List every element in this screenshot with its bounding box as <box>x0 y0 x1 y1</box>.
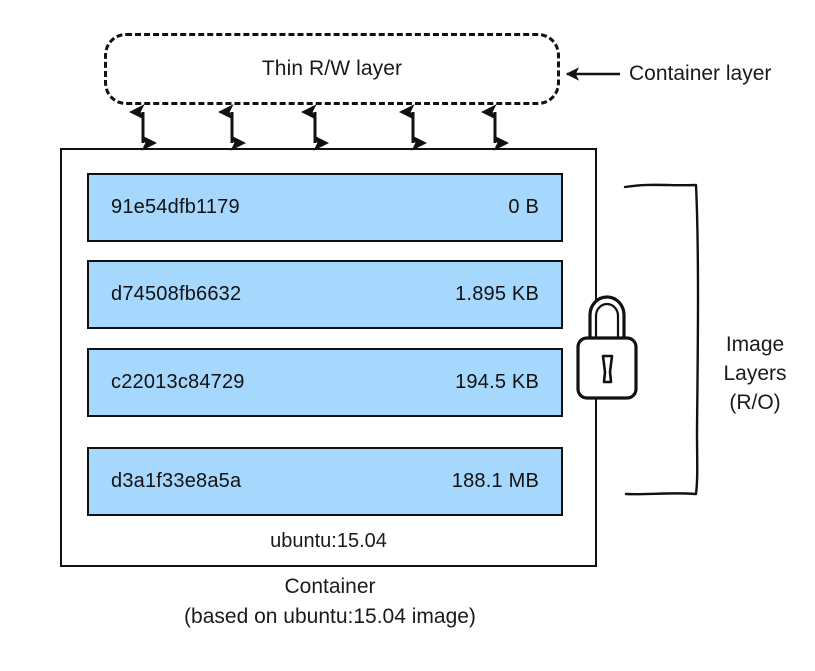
image-layers-bracket <box>623 183 700 496</box>
caption-line-1: Container <box>284 575 376 598</box>
image-layer-row: d74508fb6632 1.895 KB <box>87 260 563 329</box>
double-headed-arrow-group <box>128 104 510 151</box>
layer-size: 188.1 MB <box>451 470 539 492</box>
layer-id: c22013c84729 <box>111 371 245 393</box>
layer-id: d3a1f33e8a5a <box>111 470 242 492</box>
layer-size: 1.895 KB <box>455 283 539 305</box>
container-caption: Container (based on ubuntu:15.04 image) <box>40 572 620 632</box>
image-layers-line-1: Image <box>725 333 785 356</box>
thin-rw-layer-box: Thin R/W layer <box>104 33 560 105</box>
image-layers-line-2: Layers <box>723 362 787 385</box>
layer-id: 91e54dfb1179 <box>111 196 240 218</box>
image-layers-annotation: Image Layers (R/O) <box>703 330 807 417</box>
thin-rw-layer-label: Thin R/W layer <box>261 57 403 80</box>
caption-line-2: (based on ubuntu:15.04 image) <box>184 605 476 628</box>
image-layer-row: d3a1f33e8a5a 188.1 MB <box>87 447 563 516</box>
base-image-tag-label: ubuntu:15.04 <box>270 530 387 552</box>
layer-id: d74508fb6632 <box>111 283 242 305</box>
image-layer-row: c22013c84729 194.5 KB <box>87 348 563 417</box>
container-layer-annotation: Container layer <box>629 62 772 85</box>
layer-size: 194.5 KB <box>455 371 539 393</box>
layer-size: 0 B <box>508 196 539 218</box>
image-layer-row: 91e54dfb1179 0 B <box>87 173 563 242</box>
image-layers-line-3: (R/O) <box>729 391 781 414</box>
